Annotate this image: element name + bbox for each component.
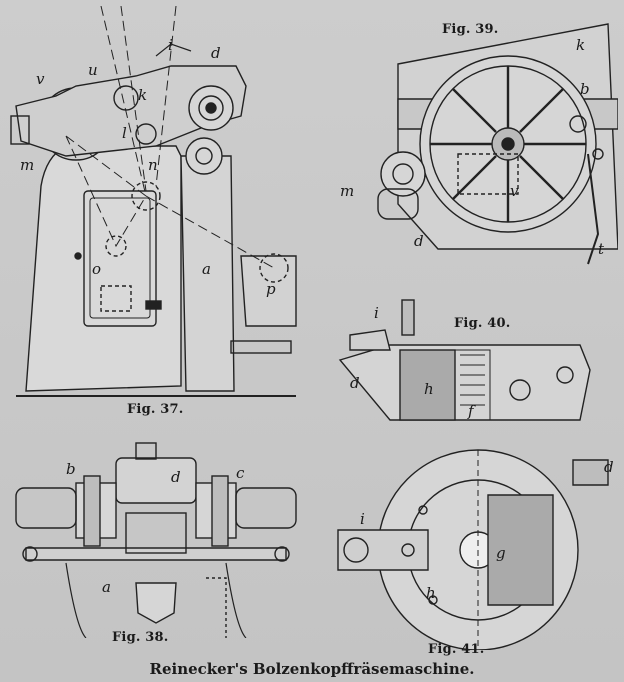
label-i: i xyxy=(168,36,173,54)
label-i: i xyxy=(374,304,379,322)
label-v: v xyxy=(510,182,519,200)
label-m: m xyxy=(20,156,35,174)
label-d: d xyxy=(414,232,424,250)
label-h: h xyxy=(426,584,436,602)
label-d: d xyxy=(171,468,181,486)
figure-37-milling-machine-side-view: i d v u k m l n o a p xyxy=(6,6,306,398)
fig38-drawing xyxy=(15,442,297,638)
label-f: f xyxy=(468,402,474,420)
caption-fig-38: Fig. 38. xyxy=(112,630,169,645)
label-c: c xyxy=(236,464,245,482)
label-b: b xyxy=(66,460,76,478)
label-t: t xyxy=(598,240,605,258)
label-b: b xyxy=(580,80,590,98)
figure-38-milling-head-front-view: b d c a xyxy=(6,438,306,638)
label-h: h xyxy=(424,380,434,398)
label-a: a xyxy=(102,578,111,596)
figure-41-cutter-head-plan: d i g h xyxy=(318,440,618,650)
label-n: n xyxy=(148,156,158,174)
label-k: k xyxy=(576,36,586,54)
label-m: m xyxy=(340,182,355,200)
fig37-drawing xyxy=(10,6,297,397)
label-d: d xyxy=(211,44,221,62)
label-o: o xyxy=(92,260,102,278)
fig39-drawing xyxy=(377,23,618,265)
label-u: u xyxy=(88,61,98,79)
caption-fig-40: Fig. 40. xyxy=(454,316,511,331)
label-d: d xyxy=(604,458,614,476)
caption-fig-37: Fig. 37. xyxy=(127,402,184,417)
label-l: l xyxy=(122,124,127,142)
label-i: i xyxy=(360,510,365,528)
label-d: d xyxy=(350,374,360,392)
caption-fig-41: Fig. 41. xyxy=(428,642,485,657)
label-g: g xyxy=(496,544,506,562)
fig41-drawing xyxy=(337,449,609,650)
figure-39-handwheel-detail: k b m v d t xyxy=(318,4,618,269)
label-p: p xyxy=(266,280,276,298)
plate-title: Reinecker's Bolzenkopffräsemaschine. xyxy=(149,660,475,678)
label-k: k xyxy=(138,86,148,104)
caption-fig-39: Fig. 39. xyxy=(442,22,499,37)
figure-40-cutter-section: i d h f xyxy=(330,290,620,440)
label-a: a xyxy=(202,260,211,278)
label-v: v xyxy=(36,70,45,88)
fig40-drawing xyxy=(338,299,591,421)
